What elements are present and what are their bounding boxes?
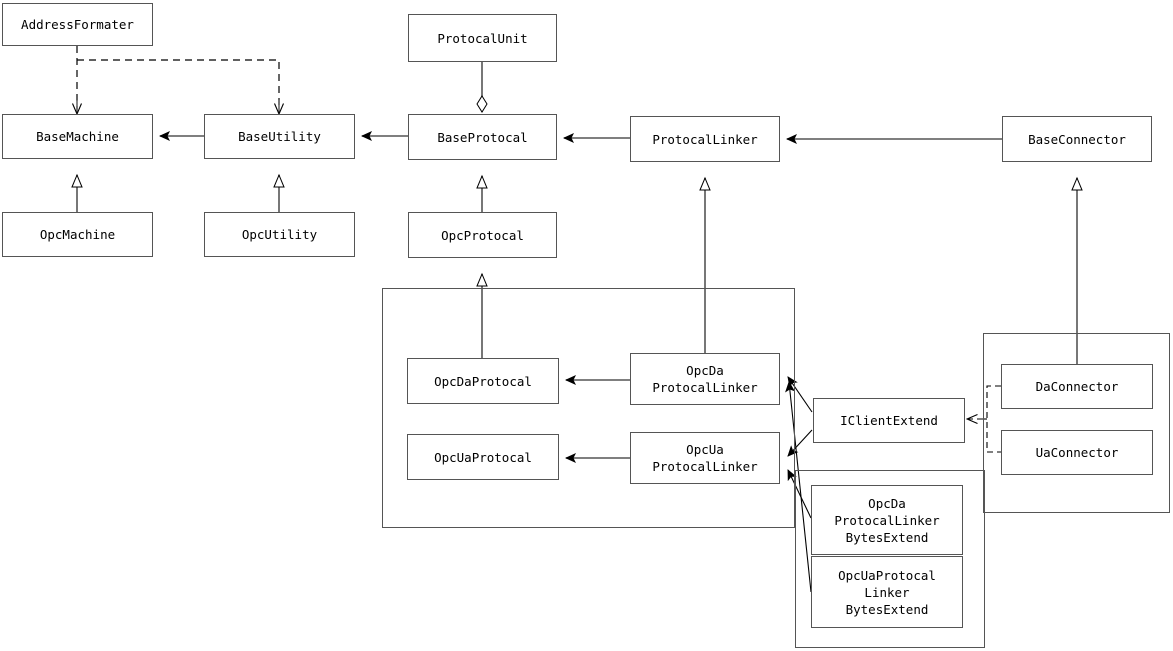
class-box-opc-da-protocal-linker[interactable]: OpcDa ProtocalLinker [630, 353, 780, 405]
class-box-opc-machine[interactable]: OpcMachine [2, 212, 153, 257]
edge-address-formater-to-base-utility [77, 59, 280, 112]
class-box-opc-da-protocal[interactable]: OpcDaProtocal [407, 358, 559, 404]
group-connectors [983, 333, 1170, 513]
class-box-ua-connector[interactable]: UaConnector [1001, 430, 1153, 475]
class-box-opc-ua-protocal[interactable]: OpcUaProtocal [407, 434, 559, 480]
class-box-address-formater[interactable]: AddressFormater [2, 3, 153, 46]
class-box-opc-ua-protocal-linker-bytes-extend[interactable]: OpcUaProtocal Linker BytesExtend [811, 556, 963, 628]
class-box-opc-ua-protocal-linker[interactable]: OpcUa ProtocalLinker [630, 432, 780, 484]
class-box-iclient-extend[interactable]: IClientExtend [813, 398, 965, 443]
class-box-opc-da-protocal-linker-bytes-extend[interactable]: OpcDa ProtocalLinker BytesExtend [811, 485, 963, 555]
class-box-opc-protocal[interactable]: OpcProtocal [408, 212, 557, 258]
group-opc-protocal [382, 288, 795, 528]
class-box-da-connector[interactable]: DaConnector [1001, 364, 1153, 409]
class-box-base-connector[interactable]: BaseConnector [1002, 116, 1152, 162]
class-box-base-utility[interactable]: BaseUtility [204, 114, 355, 159]
class-box-protocal-linker[interactable]: ProtocalLinker [630, 116, 780, 162]
class-box-base-protocal[interactable]: BaseProtocal [408, 114, 557, 160]
class-box-base-machine[interactable]: BaseMachine [2, 114, 153, 159]
class-box-protocal-unit[interactable]: ProtocalUnit [408, 14, 557, 62]
class-box-opc-utility[interactable]: OpcUtility [204, 212, 355, 257]
